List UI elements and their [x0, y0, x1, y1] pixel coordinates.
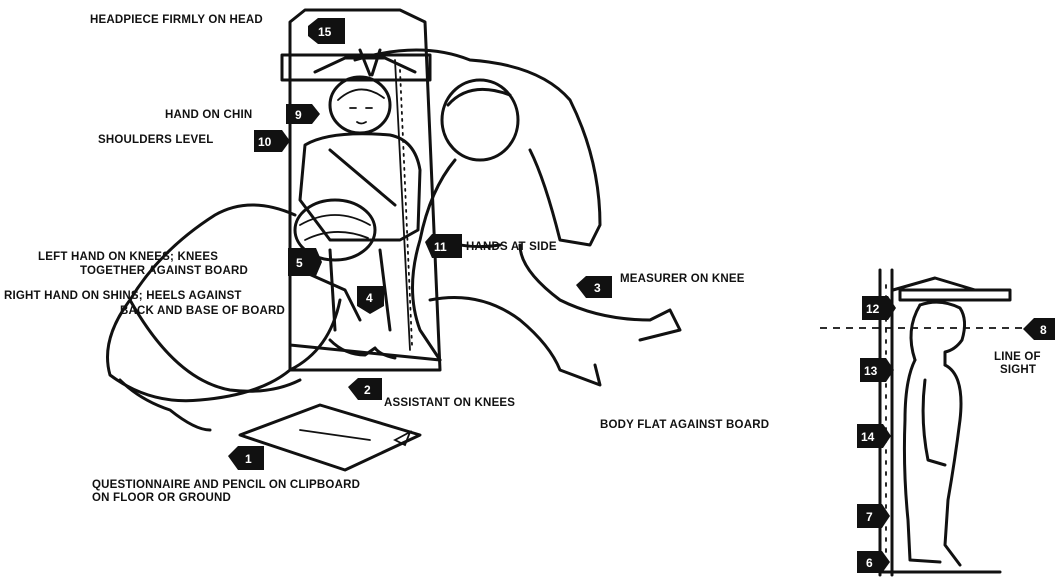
right-scene-illustration: [820, 270, 1030, 575]
marker-9: 9: [286, 104, 320, 124]
marker-4: 4: [357, 286, 384, 314]
svg-text:3: 3: [594, 281, 601, 295]
label-left-hand-line1: LEFT HAND ON KNEES; KNEES: [38, 251, 218, 263]
marker-7: 7: [857, 504, 890, 528]
svg-text:6: 6: [866, 556, 873, 570]
marker-5: 5: [288, 248, 322, 276]
label-assistant-on-knees: ASSISTANT ON KNEES: [384, 397, 515, 409]
svg-text:1: 1: [245, 452, 252, 466]
label-body-flat: BODY FLAT AGAINST BOARD: [600, 419, 769, 431]
svg-text:11: 11: [434, 240, 447, 254]
marker-3: 3: [576, 276, 612, 298]
marker-13: 13: [860, 358, 894, 382]
label-shoulders-level: SHOULDERS LEVEL: [98, 134, 213, 146]
label-left-hand-line2: TOGETHER AGAINST BOARD: [80, 265, 248, 277]
label-right-hand-line2: BACK AND BASE OF BOARD: [120, 305, 285, 317]
label-hand-on-chin: HAND ON CHIN: [165, 109, 252, 121]
svg-text:4: 4: [366, 291, 373, 305]
svg-text:10: 10: [258, 135, 272, 149]
svg-text:8: 8: [1040, 323, 1047, 337]
label-line-of-sight-line2: SIGHT: [1000, 364, 1036, 376]
svg-text:2: 2: [364, 383, 371, 397]
clipboard: [240, 405, 420, 470]
headpiece: [282, 50, 430, 80]
label-measurer-on-knee: MEASURER ON KNEE: [620, 273, 745, 285]
svg-text:14: 14: [861, 430, 875, 444]
label-right-hand-line1: RIGHT HAND ON SHINS; HEELS AGAINST: [4, 290, 242, 302]
svg-text:15: 15: [318, 25, 332, 39]
marker-6: 6: [857, 551, 890, 573]
label-questionnaire-line1: QUESTIONNAIRE AND PENCIL ON CLIPBOARD: [92, 479, 360, 491]
standing-figure: [904, 302, 964, 565]
svg-text:9: 9: [295, 108, 302, 122]
label-questionnaire-line2: ON FLOOR OR GROUND: [92, 492, 231, 504]
marker-8: 8: [1023, 318, 1055, 340]
label-headpiece: HEADPIECE FIRMLY ON HEAD: [90, 14, 263, 26]
marker-10: 10: [254, 130, 290, 152]
label-line-of-sight-line1: LINE OF: [994, 351, 1041, 363]
svg-text:13: 13: [864, 364, 878, 378]
marker-11: 11: [425, 234, 462, 258]
marker-2: 2: [348, 378, 382, 400]
marker-15: 15: [308, 18, 345, 44]
label-hands-at-side: HANDS AT SIDE: [466, 241, 557, 253]
svg-text:12: 12: [866, 302, 880, 316]
svg-text:7: 7: [866, 510, 873, 524]
svg-text:5: 5: [296, 256, 303, 270]
marker-1: 1: [228, 446, 264, 470]
